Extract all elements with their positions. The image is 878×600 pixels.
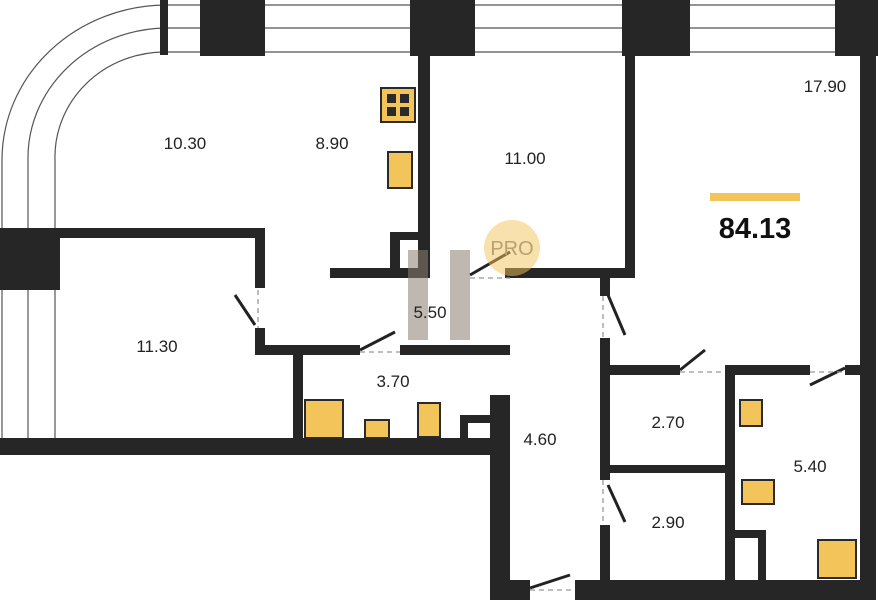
room-area-corridor: 4.60 xyxy=(523,430,556,449)
room-area-bathroom-2: 5.40 xyxy=(793,457,826,476)
total-area: 84.13 xyxy=(719,213,792,245)
room-area-bedroom-left: 11.30 xyxy=(136,337,177,356)
total-area-accent xyxy=(710,193,800,201)
room-area-storage-2: 2.90 xyxy=(651,513,684,532)
room-area-hall: 5.50 xyxy=(413,303,446,322)
room-area-storage-1: 2.70 xyxy=(651,413,684,432)
room-area-living: 10.30 xyxy=(164,134,207,153)
room-area-bathroom: 3.70 xyxy=(376,372,409,391)
doors xyxy=(233,250,846,591)
watermark xyxy=(408,220,540,340)
watermark-text: PRO xyxy=(490,238,533,260)
kitchen-sink-icon xyxy=(387,151,413,189)
toilet-icon-2 xyxy=(741,479,775,505)
stove-icon xyxy=(380,87,416,123)
room-area-bedroom-center: 11.00 xyxy=(504,149,545,168)
sink-icon xyxy=(364,419,390,439)
toilet-icon xyxy=(417,402,441,438)
shower-icon xyxy=(304,399,344,439)
windows xyxy=(1,4,860,440)
sink-icon-2 xyxy=(739,399,763,427)
room-area-kitchen: 8.90 xyxy=(315,134,348,153)
shower-icon-2 xyxy=(817,539,857,579)
room-area-bedroom-right: 17.90 xyxy=(804,77,847,96)
